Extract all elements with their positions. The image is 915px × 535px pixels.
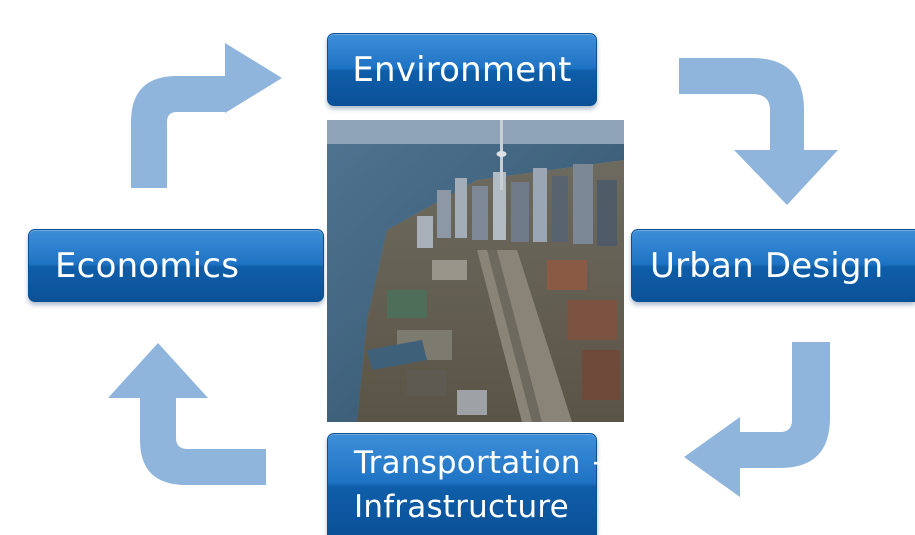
environment-node: Environment [327, 33, 597, 106]
arrow-transport-to-economics [108, 343, 266, 485]
photo-water [327, 144, 624, 422]
arrow-economics-to-environment [131, 43, 282, 188]
city-photo-illustration [327, 120, 624, 422]
photo-tower [496, 120, 507, 190]
photo-inlet [367, 340, 427, 370]
photo-skyline [417, 164, 617, 248]
economics-label: Economics [55, 245, 240, 286]
environment-label: Environment [352, 49, 572, 90]
arrow-urban-design-to-transport [684, 342, 830, 497]
urban-design-node: Urban Design [631, 229, 915, 302]
economics-node: Economics [28, 229, 324, 302]
arrow-environment-to-urban-design [679, 58, 838, 205]
urban-design-label: Urban Design [650, 245, 884, 286]
transportation-label-line1: Transportation + [354, 444, 617, 481]
transportation-node: Transportation + Infrastructure [327, 433, 617, 535]
aerial-city-photo [327, 120, 624, 422]
transportation-label-line2: Infrastructure [354, 488, 569, 525]
